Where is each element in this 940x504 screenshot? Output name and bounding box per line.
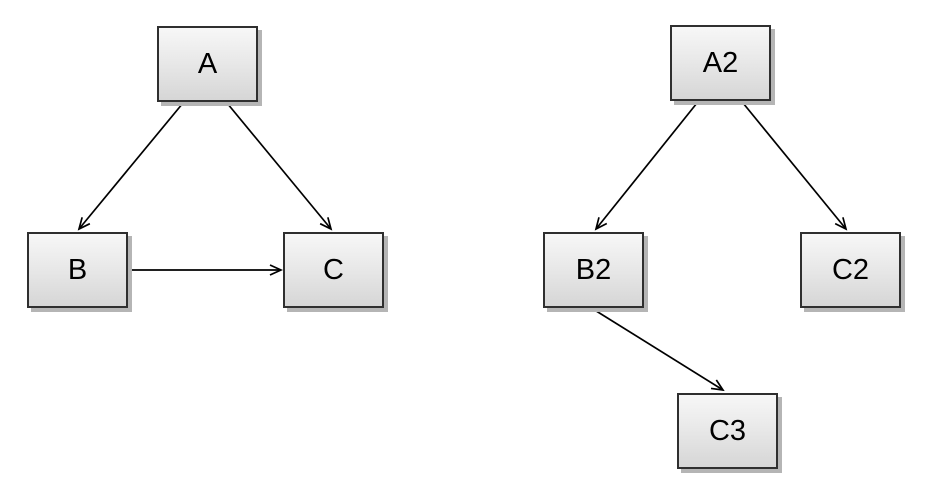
node-B2[interactable]: B2 bbox=[543, 232, 644, 308]
edge-A2-C2 bbox=[742, 102, 846, 229]
node-A-label: A bbox=[197, 47, 218, 80]
edge-B2-C3 bbox=[592, 308, 723, 390]
node-A2-label: A2 bbox=[702, 46, 739, 79]
node-B-label: B bbox=[67, 253, 88, 286]
edge-A-B bbox=[79, 102, 184, 229]
node-B[interactable]: B bbox=[27, 232, 128, 308]
node-C[interactable]: C bbox=[283, 232, 384, 308]
node-C-label: C bbox=[323, 253, 344, 286]
edge-A-C bbox=[226, 102, 331, 229]
node-A2[interactable]: A2 bbox=[670, 25, 771, 101]
node-C2[interactable]: C2 bbox=[800, 232, 901, 308]
node-C2-label: C2 bbox=[831, 253, 870, 286]
node-A[interactable]: A bbox=[157, 26, 258, 102]
node-C3[interactable]: C3 bbox=[677, 393, 778, 469]
node-B2-label: B2 bbox=[575, 253, 612, 286]
edge-A2-B2 bbox=[596, 102, 698, 229]
node-C3-label: C3 bbox=[708, 414, 747, 447]
